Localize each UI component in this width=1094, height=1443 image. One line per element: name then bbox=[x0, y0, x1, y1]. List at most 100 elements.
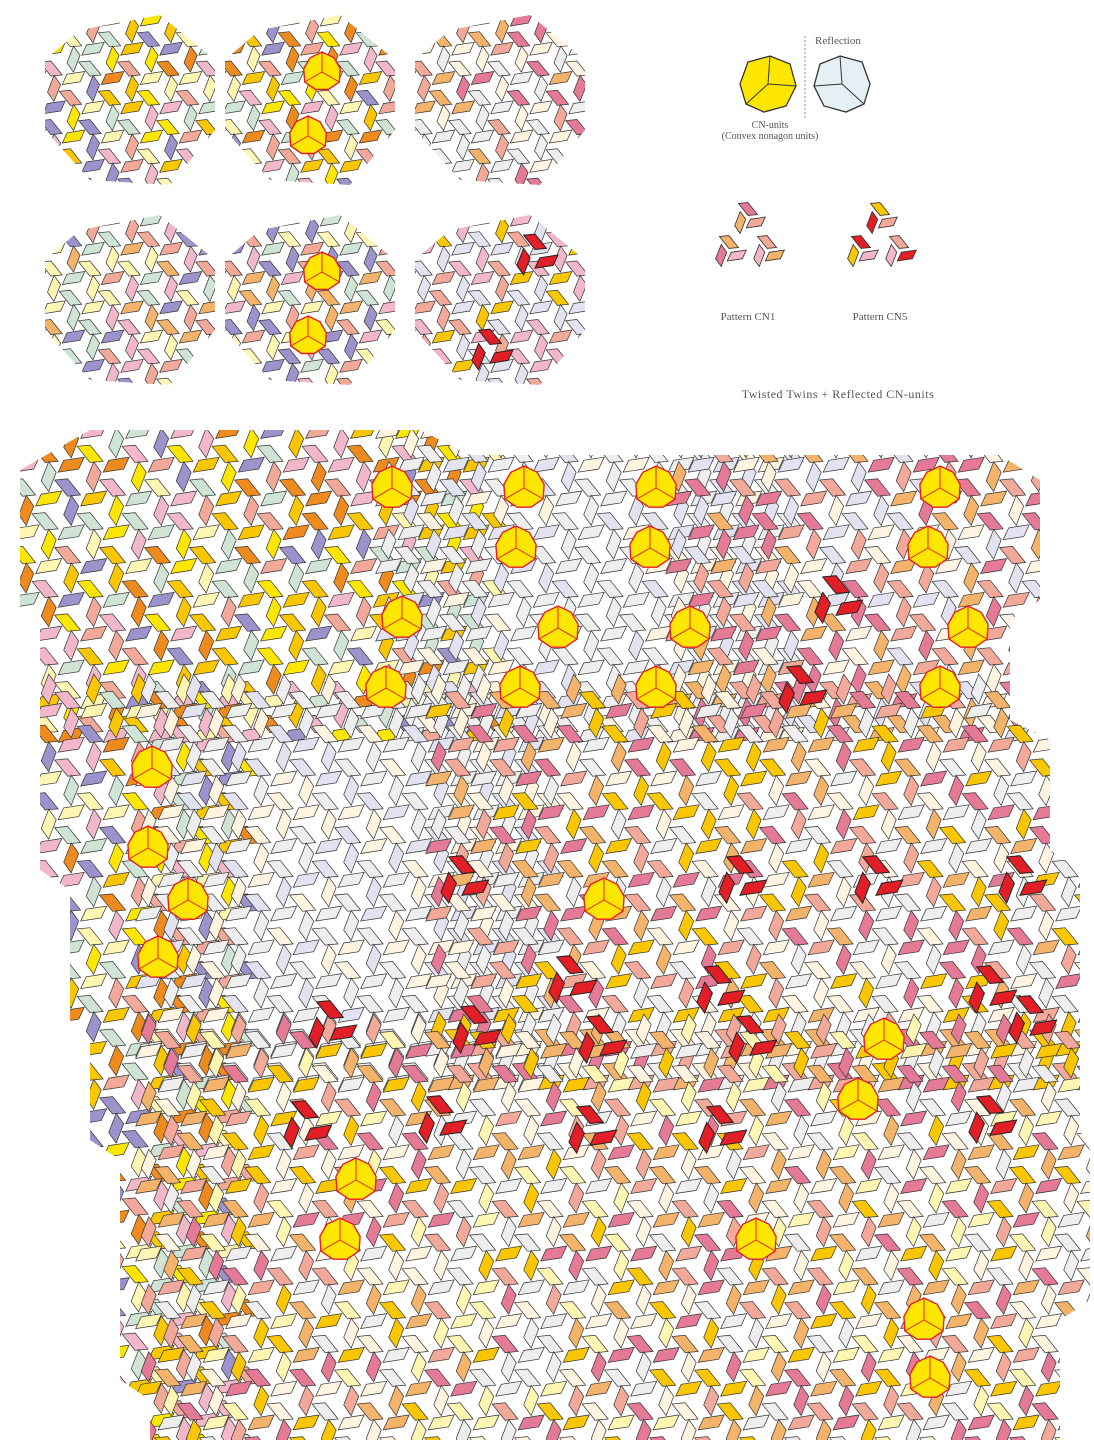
main-region-6-rhombus bbox=[928, 1047, 945, 1079]
panel-p2-rhombus bbox=[225, 100, 246, 115]
main-region-4-rhombus bbox=[221, 859, 249, 878]
panel-p3-rhombus bbox=[428, 89, 453, 106]
panel-p3-rhombus bbox=[448, 177, 472, 185]
panel-p1-rhombus bbox=[117, 119, 141, 135]
main-cn-unit-spoke bbox=[689, 627, 710, 640]
main-region-5-rhombus bbox=[1055, 770, 1083, 787]
main-region-5-rhombus bbox=[790, 875, 807, 908]
panel-p1-rhombus bbox=[97, 89, 122, 106]
main-region-5-rhombus bbox=[781, 792, 809, 811]
main-region-6-rhombus bbox=[860, 1283, 877, 1316]
main-region-4-rhombus bbox=[221, 792, 249, 811]
main-region-0-rhombus bbox=[327, 524, 355, 541]
main-region-4-rhombus bbox=[230, 943, 247, 976]
main-region-6-rhombus bbox=[900, 1042, 928, 1059]
main-region-6-rhombus bbox=[1018, 1114, 1035, 1147]
main-region-6-rhombus bbox=[810, 1110, 838, 1127]
main-region-6-rhombus bbox=[1031, 1199, 1059, 1218]
panel-p1-rhombus bbox=[179, 189, 202, 202]
main-region-5-rhombus bbox=[605, 770, 633, 787]
main-region-3-rhombus bbox=[20, 1044, 35, 1077]
panel-p3-rhombus bbox=[613, 17, 626, 43]
panel-p3-rhombus bbox=[534, 16, 548, 44]
main-region-6-rhombus bbox=[793, 1047, 810, 1079]
main-region-6-rhombus bbox=[378, 1368, 407, 1387]
main-region-4-rhombus bbox=[311, 724, 339, 743]
main-region-6-rhombus bbox=[806, 1267, 834, 1286]
main-region-6-rhombus bbox=[382, 1279, 410, 1296]
main-region-6-rhombus bbox=[761, 1402, 789, 1421]
main-region-6-rhombus bbox=[540, 1245, 568, 1262]
main-region-6-rhombus bbox=[247, 1211, 275, 1228]
panel-p5-rhombus bbox=[225, 215, 227, 227]
panel-p6-rhombus bbox=[624, 407, 647, 422]
main-region-6-rhombus bbox=[928, 1114, 945, 1147]
panel-p3-rhombus bbox=[588, 13, 611, 26]
main-region-1-rhombus bbox=[560, 528, 577, 560]
panel-p1-rhombus bbox=[0, 13, 7, 26]
main-region-6-rhombus bbox=[652, 1144, 680, 1161]
main-region-4-rhombus bbox=[247, 736, 275, 753]
panel-p1-rhombus bbox=[0, 46, 2, 72]
main-region-5-rhombus bbox=[475, 673, 492, 705]
main-red-rhombus bbox=[329, 1024, 358, 1042]
main-region-5-rhombus bbox=[1032, 939, 1060, 956]
panel-p6-rhombus bbox=[573, 333, 585, 361]
main-region-6-rhombus bbox=[536, 1064, 564, 1083]
main-region-3-rhombus bbox=[85, 1011, 102, 1043]
panel-p3-rhombus bbox=[431, 71, 456, 85]
main-region-3-rhombus bbox=[57, 804, 85, 821]
main-region-1-rhombus bbox=[645, 625, 673, 642]
main-region-3-rhombus bbox=[35, 1175, 63, 1192]
main-region-6-rhombus bbox=[446, 1267, 474, 1286]
main-region-6-rhombus bbox=[922, 1076, 950, 1093]
main-region-6-rhombus bbox=[990, 1178, 1018, 1194]
main-red-rhombus bbox=[555, 955, 585, 975]
panel-p6-rhombus bbox=[470, 271, 495, 285]
main-region-5-rhombus bbox=[678, 842, 695, 874]
main-region-6-rhombus bbox=[1035, 1313, 1063, 1330]
main-cn-unit-spoke bbox=[500, 687, 521, 700]
main-region-2-rhombus bbox=[796, 512, 824, 531]
panel-p4-rhombus bbox=[105, 303, 120, 332]
main-region-5-rhombus bbox=[520, 808, 537, 840]
main-red-rhombus bbox=[718, 871, 735, 905]
main-region-6-rhombus bbox=[382, 1211, 410, 1228]
panel-p5-rhombus bbox=[434, 407, 457, 422]
main-region-1-rhombus bbox=[375, 558, 403, 574]
main-region-0-rhombus bbox=[153, 629, 170, 662]
main-red-rhombus bbox=[585, 1015, 615, 1035]
main-region-3-rhombus bbox=[40, 808, 57, 840]
main-region-6-rhombus bbox=[315, 1042, 343, 1059]
panel-p6-rhombus bbox=[456, 333, 470, 361]
main-region-5-rhombus bbox=[633, 774, 650, 807]
panel-p1-rhombus bbox=[100, 15, 125, 27]
main-region-2-rhombus bbox=[1075, 460, 1090, 493]
panel-p4-rhombus bbox=[164, 216, 178, 244]
main-region-6-rhombus bbox=[388, 1047, 405, 1079]
panel-p3-rhombus bbox=[354, 13, 377, 26]
main-region-6-rhombus bbox=[950, 1215, 967, 1248]
main-red-rhombus bbox=[998, 871, 1015, 905]
main-region-2-rhombus bbox=[1066, 647, 1090, 666]
main-region-4-rhombus bbox=[337, 939, 365, 956]
main-region-5-rhombus bbox=[826, 927, 854, 946]
panel-p1-rhombus bbox=[97, 148, 122, 165]
main-region-5-rhombus bbox=[826, 859, 854, 878]
main-region-5-rhombus bbox=[826, 994, 854, 1014]
main-region-2-rhombus bbox=[1030, 663, 1047, 696]
main-region-6-rhombus bbox=[787, 1211, 815, 1228]
panel-p2-rhombus bbox=[246, 162, 261, 185]
main-region-0-rhombus bbox=[0, 694, 17, 709]
panel-p1-rhombus bbox=[203, 16, 215, 44]
main-region-6-rhombus bbox=[163, 1384, 180, 1417]
main-region-2-rhombus bbox=[773, 613, 802, 632]
main-region-6-rhombus bbox=[815, 1148, 832, 1180]
panel-p5-rhombus bbox=[339, 358, 363, 373]
panel-p6-rhombus bbox=[605, 320, 628, 335]
main-region-5-rhombus bbox=[447, 804, 475, 821]
main-red-rhombus bbox=[778, 681, 795, 715]
main-region-2-rhombus bbox=[805, 663, 822, 696]
main-region-5-rhombus bbox=[627, 804, 655, 821]
main-region-6-rhombus bbox=[928, 1249, 945, 1282]
